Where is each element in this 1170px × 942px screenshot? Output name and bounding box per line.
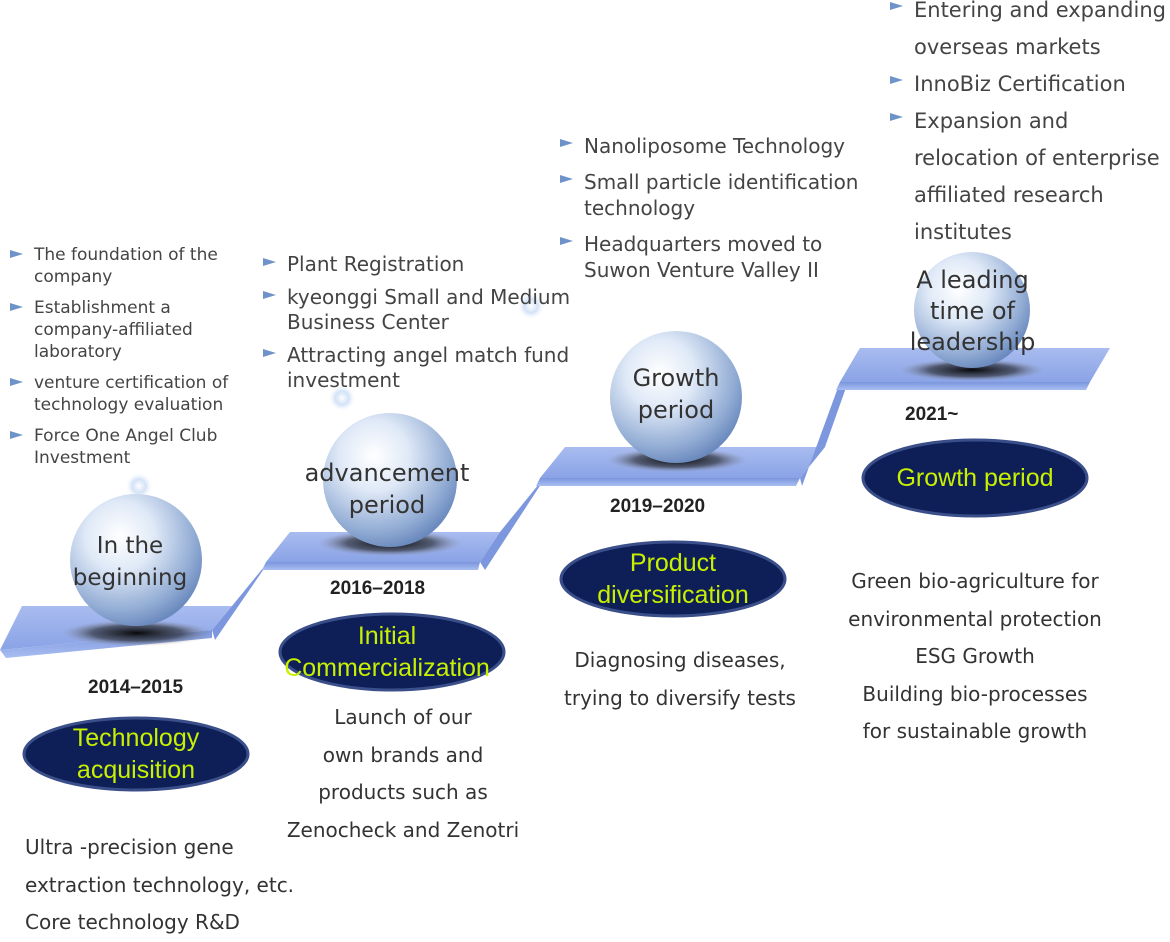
stage-4-sphere-label: A leading time of leadership [909, 266, 1036, 356]
stage-3-description: Diagnosing diseases, trying to diversify… [564, 648, 796, 710]
list-item: Entering and expanding overseas markets [890, 0, 1170, 66]
arrow-bullet-icon [10, 378, 23, 386]
glow-dot-3 [517, 292, 545, 320]
list-item: Headquarters moved to Suwon Venture Vall… [560, 231, 870, 283]
sphere-shadow-1 [62, 620, 212, 646]
arrow-bullet-icon [10, 431, 23, 439]
arrow-bullet-icon [10, 250, 23, 258]
arrow-bullet-icon [263, 258, 276, 266]
sphere-icon [70, 494, 202, 626]
arrow-bullet-icon [10, 303, 23, 311]
stage-badge-2 [278, 612, 506, 692]
sphere-shadow-4 [900, 359, 1044, 381]
list-item: Expansion and relocation of enterprise a… [890, 103, 1170, 251]
stage-1-bullets: The foundation of the company Establishm… [10, 244, 240, 478]
sphere-icon [323, 413, 457, 547]
stage-1-name: Technology acquisition [72, 724, 200, 784]
arrow-bullet-icon [263, 349, 276, 357]
stage-4-name: Growth period [896, 464, 1054, 492]
arrow-bullet-icon [263, 291, 276, 299]
stage-2-name: Initial Commercialization [284, 622, 490, 682]
list-item: Attracting angel match fund investment [263, 343, 573, 393]
stage-4-year: 2021~ [905, 404, 959, 425]
glow-dot-1 [125, 472, 153, 500]
sphere-icon [914, 252, 1030, 368]
stage-4-description: Green bio-agriculture for environmental … [848, 569, 1102, 743]
sphere-icon [610, 331, 742, 463]
list-item: venture certification of technology eval… [10, 372, 240, 416]
list-item: Nanoliposome Technology [560, 133, 870, 159]
list-item: Plant Registration [263, 252, 573, 277]
stage-1-year: 2014–2015 [88, 677, 184, 698]
list-item: kyeonggi Small and Medium Business Cente… [263, 285, 573, 335]
arrow-bullet-icon [560, 175, 573, 183]
list-item: InnoBiz Certification [890, 66, 1170, 103]
stage-2-bullets: Plant Registration kyeonggi Small and Me… [263, 252, 573, 401]
list-item: Force One Angel Club Investment [10, 425, 240, 469]
stage-badge-4 [861, 438, 1089, 518]
stage-badge-1 [22, 716, 250, 792]
stage-4-bullets: Entering and expanding overseas markets … [890, 0, 1170, 251]
list-item: Small particle identification technology [560, 169, 870, 221]
stage-1-description: Ultra -precision gene extraction technol… [25, 835, 295, 934]
stage-3-name: Product diversification [597, 549, 749, 609]
stage-badge-3 [559, 540, 787, 618]
arrow-bullet-icon [890, 2, 903, 10]
stage-2-description: Launch of our own brands and products su… [286, 705, 520, 842]
stage-3-sphere-label: Growth period [632, 364, 720, 424]
list-item: Establishment a company-affiliated labor… [10, 297, 240, 363]
stage-2-year: 2016–2018 [330, 578, 426, 599]
glow-dot-2 [328, 384, 356, 412]
stage-3-year: 2019–2020 [610, 496, 706, 517]
stage-1-sphere-label: In the beginning [72, 533, 188, 591]
stage-3-bullets: Nanoliposome Technology Small particle i… [560, 133, 870, 293]
arrow-bullet-icon [560, 139, 573, 147]
stage-2-sphere-label: advancement period [304, 459, 470, 519]
arrow-bullet-icon [890, 113, 903, 121]
arrow-bullet-icon [560, 237, 573, 245]
arrow-bullet-icon [890, 76, 903, 84]
list-item: The foundation of the company [10, 244, 240, 288]
